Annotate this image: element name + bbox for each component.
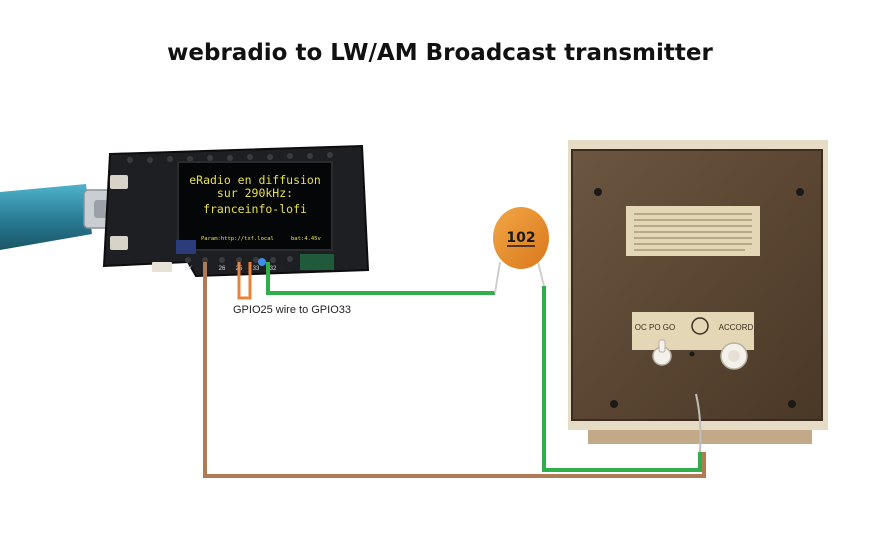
status-led (258, 258, 266, 266)
jumper-annotation: GPIO25 wire to GPIO33 (233, 304, 351, 316)
antenna-module (300, 254, 334, 270)
capacitor-lead-left (494, 261, 501, 294)
radio-antenna-lead (695, 393, 702, 453)
lcd-status-left: Param:http://txf.local (201, 236, 274, 242)
knob-label-left: OC PO GO (635, 323, 675, 332)
jumper-wire (237, 262, 252, 300)
ceramic-capacitor: 102 (493, 207, 549, 294)
lcd-line-1: eRadio en diffusion (189, 173, 321, 187)
radio-screws (594, 188, 804, 408)
lcd-status-right: bat:4.45v (291, 236, 321, 242)
diagram-title: webradio to LW/AM Broadcast transmitter (167, 40, 713, 66)
lcd-line-2: sur 290kHz: (217, 186, 293, 200)
band-selector-knob (652, 339, 672, 366)
brand-badge (691, 317, 709, 335)
tuning-knob (720, 342, 748, 370)
switch (152, 262, 172, 272)
ground-wire (203, 262, 706, 478)
radio-back-panel (571, 149, 823, 421)
boot-button (110, 175, 128, 189)
pin-label-32: 32 (270, 266, 277, 272)
oled-display (177, 161, 333, 251)
capacitor-body (493, 207, 549, 269)
green-wire-to-capacitor (266, 262, 495, 295)
pin-label-26: 26 (219, 266, 226, 272)
esp32-board: eRadio en diffusion sur 290kHz: francein… (102, 144, 370, 278)
green-wire-to-radio (542, 286, 702, 472)
bottom-header-holes (185, 256, 293, 263)
top-header-holes (127, 152, 333, 163)
pin-label-5v: 5V (184, 266, 191, 272)
center-hole (689, 351, 695, 357)
capacitor-lead-right (537, 261, 545, 287)
instruction-sticker (626, 206, 760, 256)
instruction-text-lines (634, 213, 752, 251)
pin-label-33: 33 (253, 266, 260, 272)
capacitor-code: 102 (506, 230, 535, 246)
lcd-line-3: franceinfo-lofi (203, 202, 307, 216)
vintage-radio: OC PO GO ACCORD (568, 140, 828, 453)
reset-button (110, 236, 128, 250)
knob-label-right: ACCORD (719, 323, 754, 332)
